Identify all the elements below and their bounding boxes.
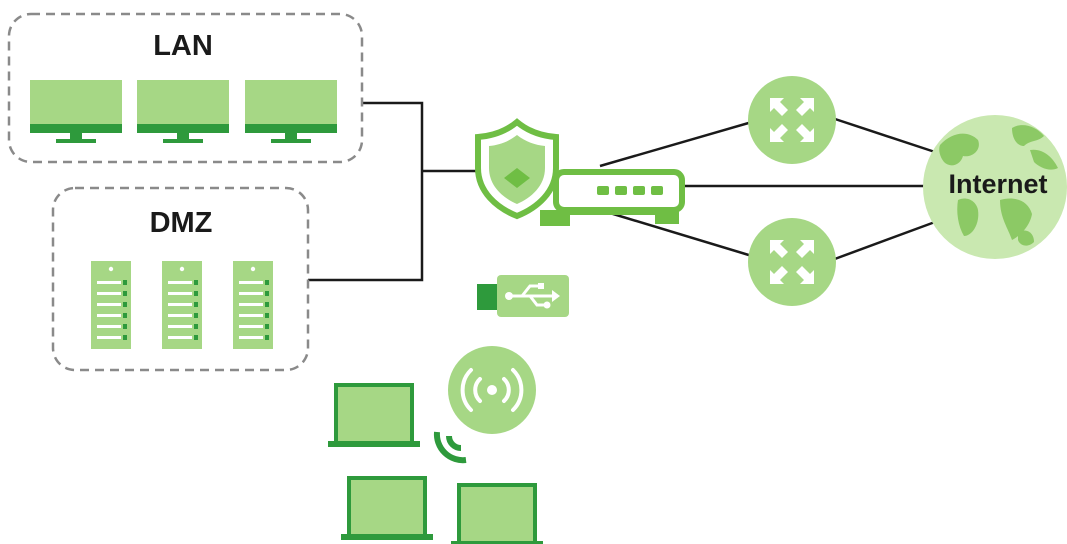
router-icon <box>748 218 836 306</box>
security-appliance-icon <box>540 169 685 226</box>
monitor-icon <box>245 80 337 143</box>
lan-zone: LAN <box>7 12 364 164</box>
dmz-zone-border <box>51 186 310 372</box>
monitor-icon <box>137 80 229 143</box>
appliance-ports <box>597 186 663 195</box>
laptop-icon <box>328 383 420 447</box>
lan-zone-border <box>7 12 364 164</box>
wireless-access-point-icon <box>448 346 536 434</box>
firewall-shield-icon <box>475 118 559 220</box>
router-top-to-internet <box>831 116 936 154</box>
globe-icon: Internet <box>923 115 1067 259</box>
router-icon <box>748 76 836 164</box>
appliance-to-router-top <box>599 120 753 168</box>
connection-lines <box>308 101 936 282</box>
dmz-zone-label: DMZ <box>150 207 213 239</box>
lan-zone-label: LAN <box>153 30 213 62</box>
server-icon <box>233 261 273 349</box>
wifi-signal-icon <box>433 431 467 464</box>
dmz-zone: DMZ <box>51 186 310 372</box>
laptop-icon <box>451 483 543 544</box>
server-icon <box>91 261 131 349</box>
laptop-icon <box>341 476 433 540</box>
lan-link <box>308 101 424 282</box>
usb-stick-icon <box>477 275 569 317</box>
appliance-to-router-bottom <box>599 208 753 258</box>
internet-label: Internet <box>948 169 1047 199</box>
server-icon <box>162 261 202 349</box>
monitor-icon <box>30 80 122 143</box>
router-bottom-to-internet <box>831 220 936 262</box>
